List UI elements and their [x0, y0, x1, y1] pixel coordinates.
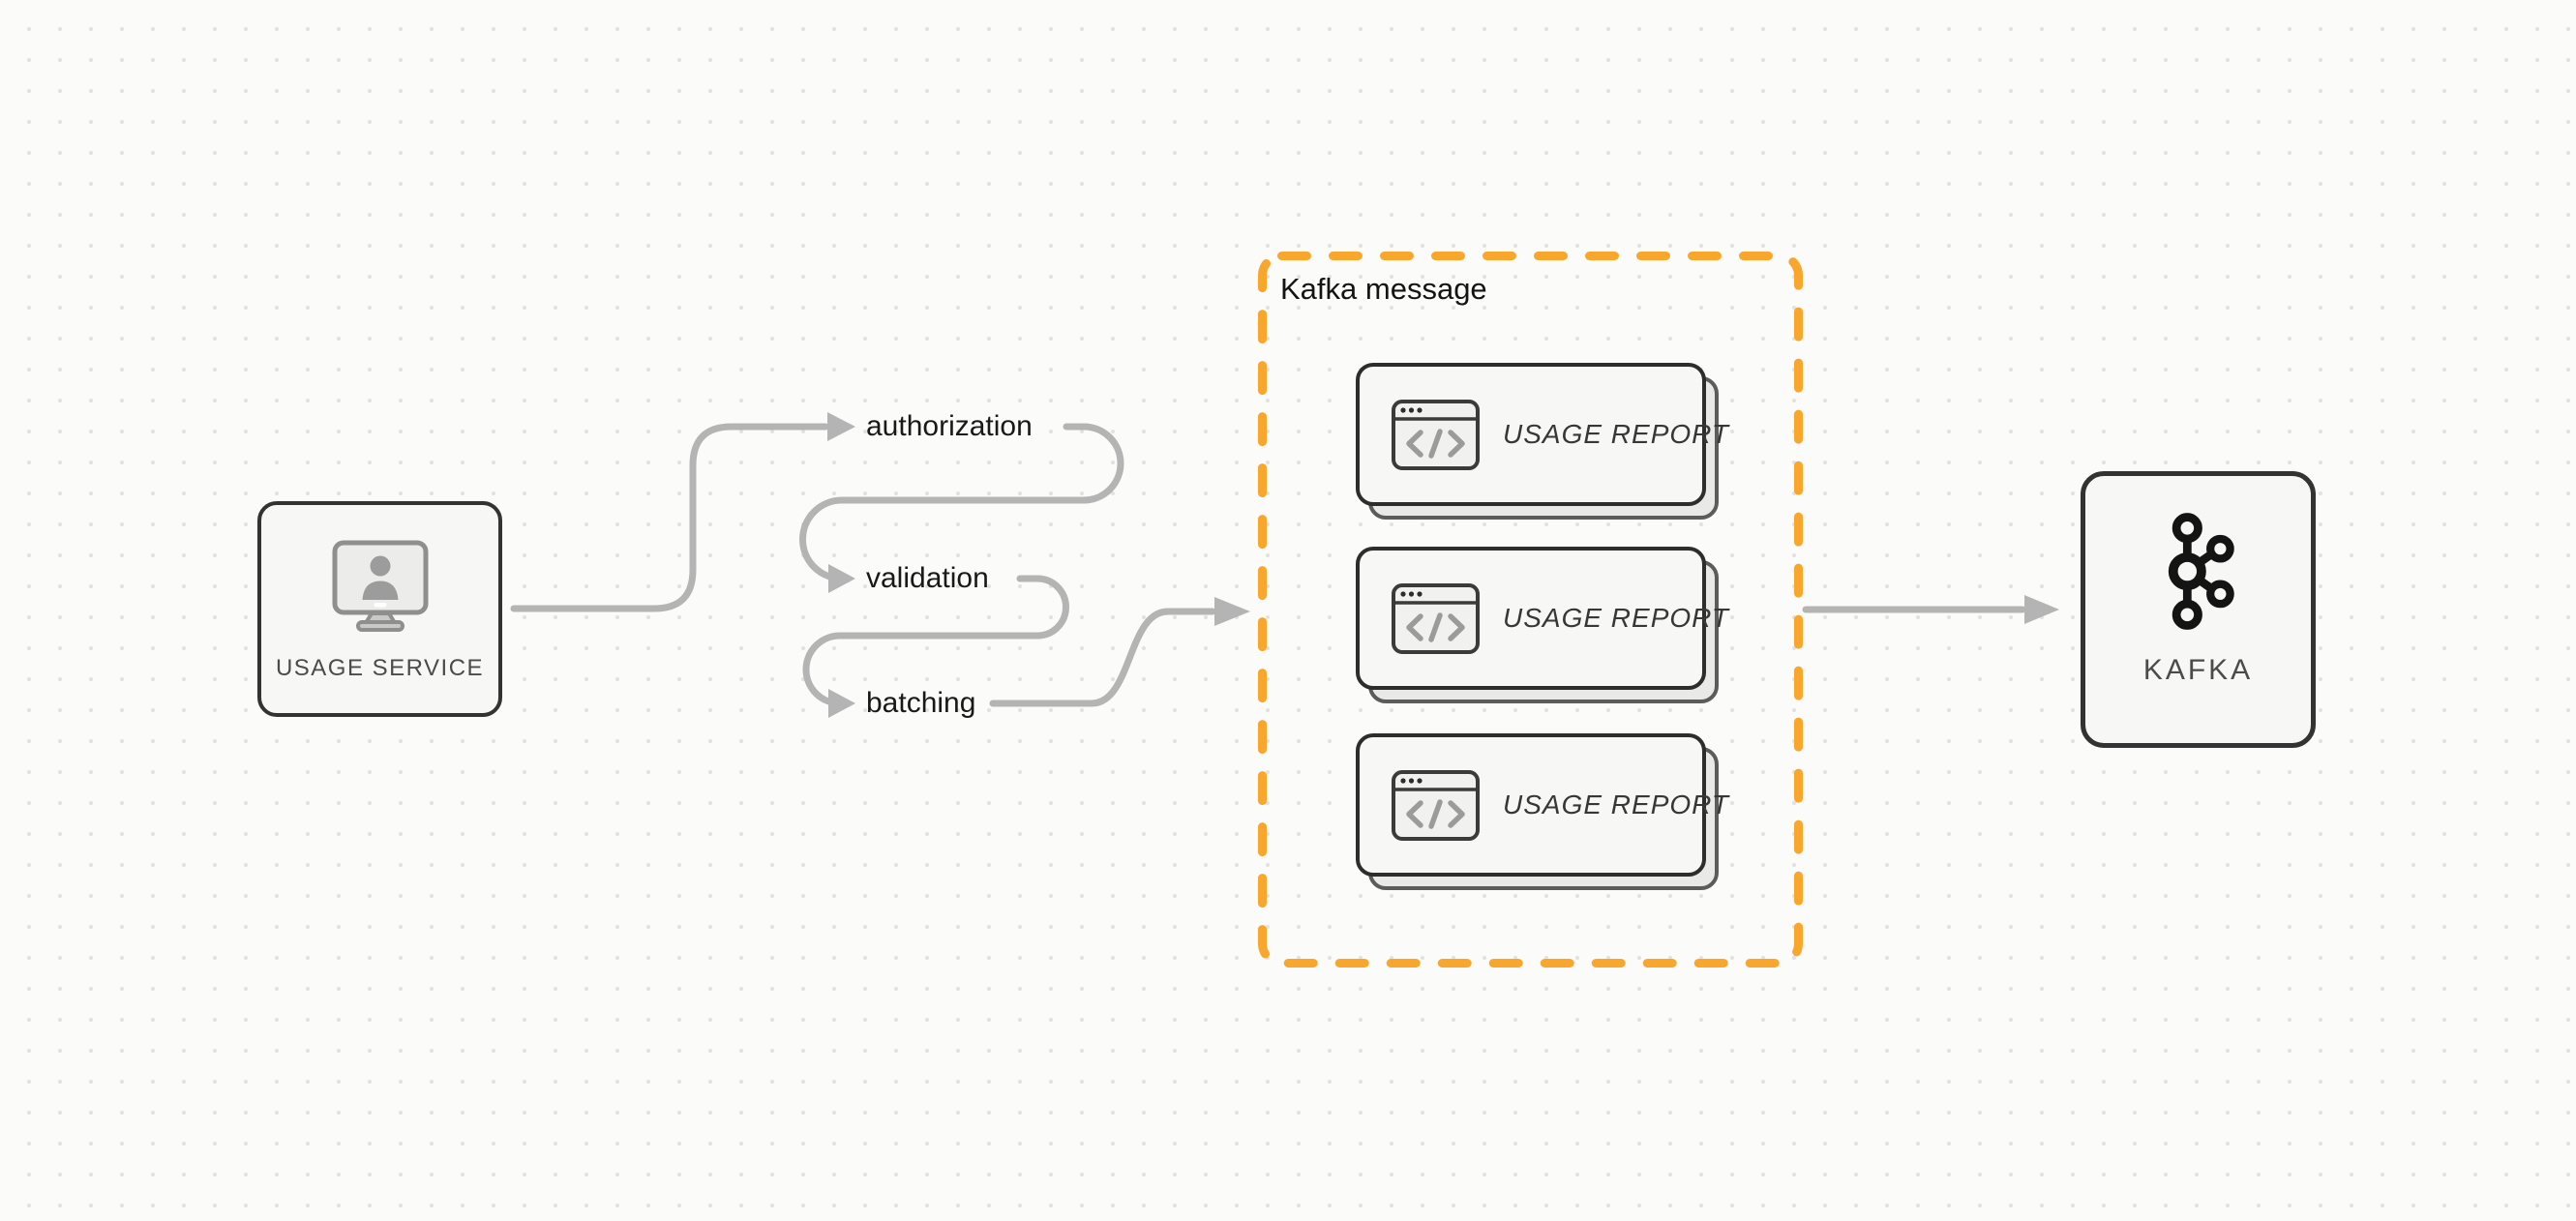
arrow-usage-to-authorization [510, 423, 829, 612]
usage-report-label: USAGE REPORT [1503, 789, 1729, 819]
usage-service-label: USAGE SERVICE [275, 655, 485, 681]
usage-report-label: USAGE REPORT [1503, 419, 1729, 449]
arrow-batching-to-kafka-message [989, 608, 1216, 707]
code-window-icon [1392, 582, 1480, 654]
kafka-logo-icon [2163, 513, 2234, 639]
arrow-validation-to-batching [802, 575, 1070, 707]
kafka-node: KAFKA [2081, 471, 2316, 748]
arrowhead-kafka-message [1214, 597, 1250, 626]
arrowhead-batching [828, 689, 855, 718]
usage-report-card: USAGE REPORT [1356, 733, 1728, 890]
kafka-label: KAFKA [2142, 654, 2254, 686]
kafka-message-group-title: Kafka message [1280, 272, 1487, 306]
usage-report-card: USAGE REPORT [1356, 363, 1728, 520]
usage-report-card: USAGE REPORT [1356, 547, 1728, 703]
monitor-user-icon [332, 540, 429, 638]
arrow-authorization-to-validation [799, 423, 1124, 582]
arrowhead-validation [828, 564, 855, 593]
step-authorization-label: authorization [866, 410, 1033, 442]
step-batching-label: batching [866, 687, 976, 719]
usage-report-label: USAGE REPORT [1503, 603, 1729, 633]
arrowhead-authorization [827, 412, 855, 441]
code-window-icon [1392, 399, 1480, 470]
step-validation-label: validation [866, 562, 989, 594]
code-window-icon [1392, 769, 1480, 841]
usage-service-node: USAGE SERVICE [257, 501, 502, 717]
arrowhead-kafka [2024, 595, 2059, 624]
